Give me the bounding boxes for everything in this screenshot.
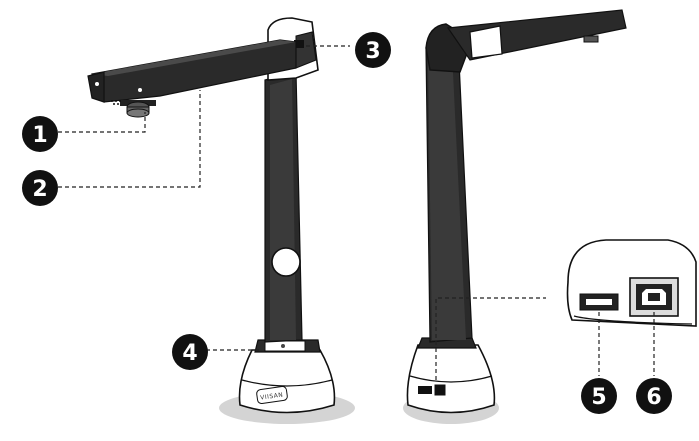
pole-button <box>271 247 301 277</box>
callout-1-label: 1 <box>32 123 47 148</box>
logo-plate <box>256 385 288 405</box>
callout-4-label: 4 <box>182 341 197 366</box>
port-closeup <box>566 239 697 327</box>
camera-rear-view <box>403 9 627 424</box>
rear-usb-b-port <box>433 383 447 397</box>
callout-5: 5 <box>581 378 617 414</box>
callout-3: 3 <box>355 32 391 68</box>
callout-6-label: 6 <box>646 385 661 410</box>
callout-6: 6 <box>636 378 672 414</box>
callout-4: 4 <box>172 334 208 370</box>
callout-2-label: 2 <box>32 177 47 202</box>
light-button-icon <box>281 344 285 348</box>
rear-base-housing <box>406 344 496 414</box>
callout-2: 2 <box>22 170 58 206</box>
callout-1: 1 <box>22 116 58 152</box>
rear-usb-port <box>418 386 432 394</box>
leader-lines <box>58 45 655 380</box>
led-grille <box>111 100 121 105</box>
callout-3-label: 3 <box>365 39 380 64</box>
brand-logo: VIISAN <box>260 391 284 401</box>
focus-button <box>294 40 304 48</box>
base-housing <box>238 349 336 414</box>
callout-5-label: 5 <box>591 385 606 410</box>
camera-front-view: VIISAN <box>87 17 355 424</box>
